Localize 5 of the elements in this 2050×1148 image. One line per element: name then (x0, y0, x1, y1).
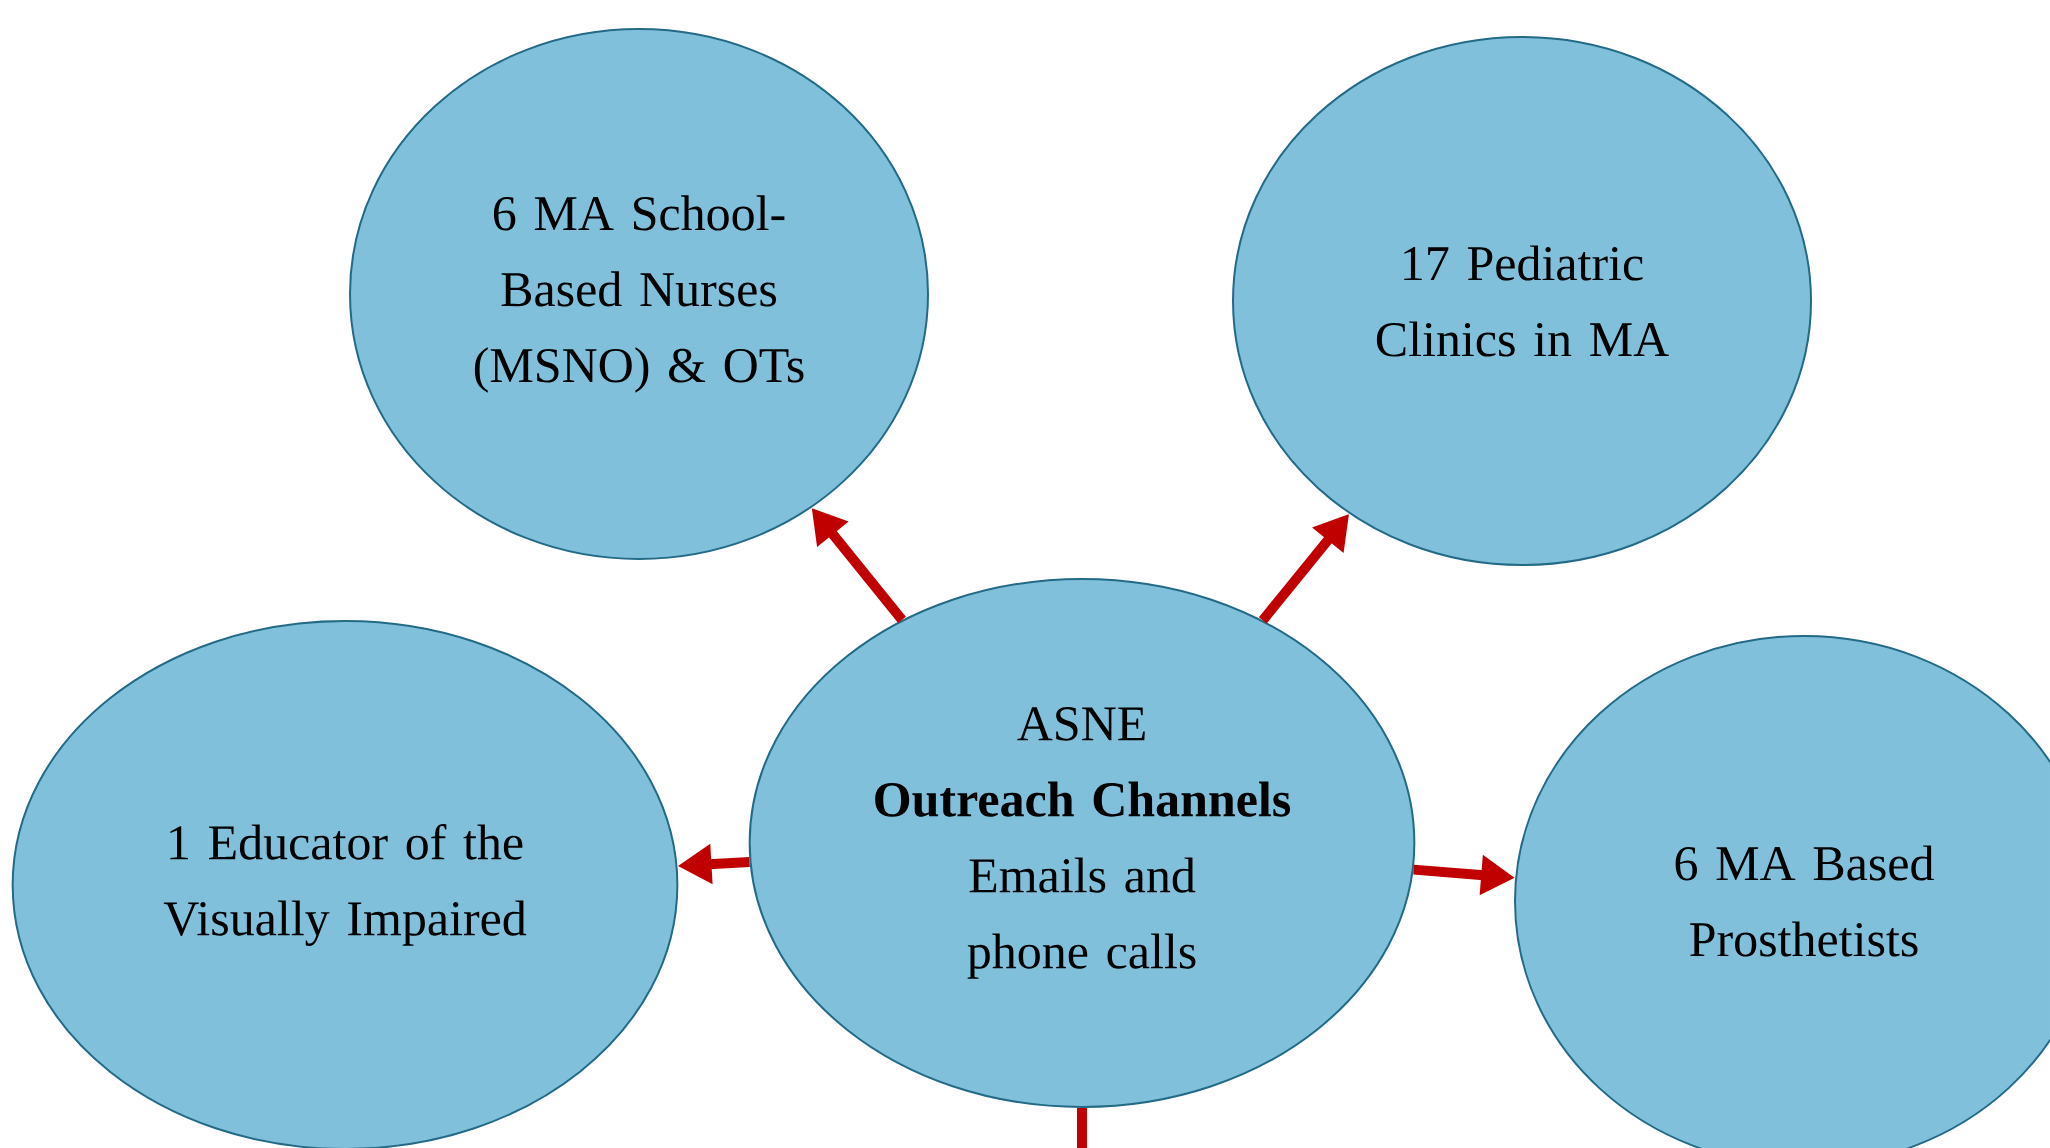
ellipse-node: 1 Educator of the Visually Impaired (11, 620, 679, 1148)
ellipse-node: 6 MA Based Prosthetists (1514, 635, 2050, 1148)
ellipse-node: ASNE Outreach Channels Emails and phone calls (748, 578, 1416, 1108)
ellipse-node: 6 MA School-Based Nurses (MSNO) & OTs (349, 28, 929, 560)
ellipse-node: 17 Pediatric Clinics in MA (1232, 36, 1812, 566)
